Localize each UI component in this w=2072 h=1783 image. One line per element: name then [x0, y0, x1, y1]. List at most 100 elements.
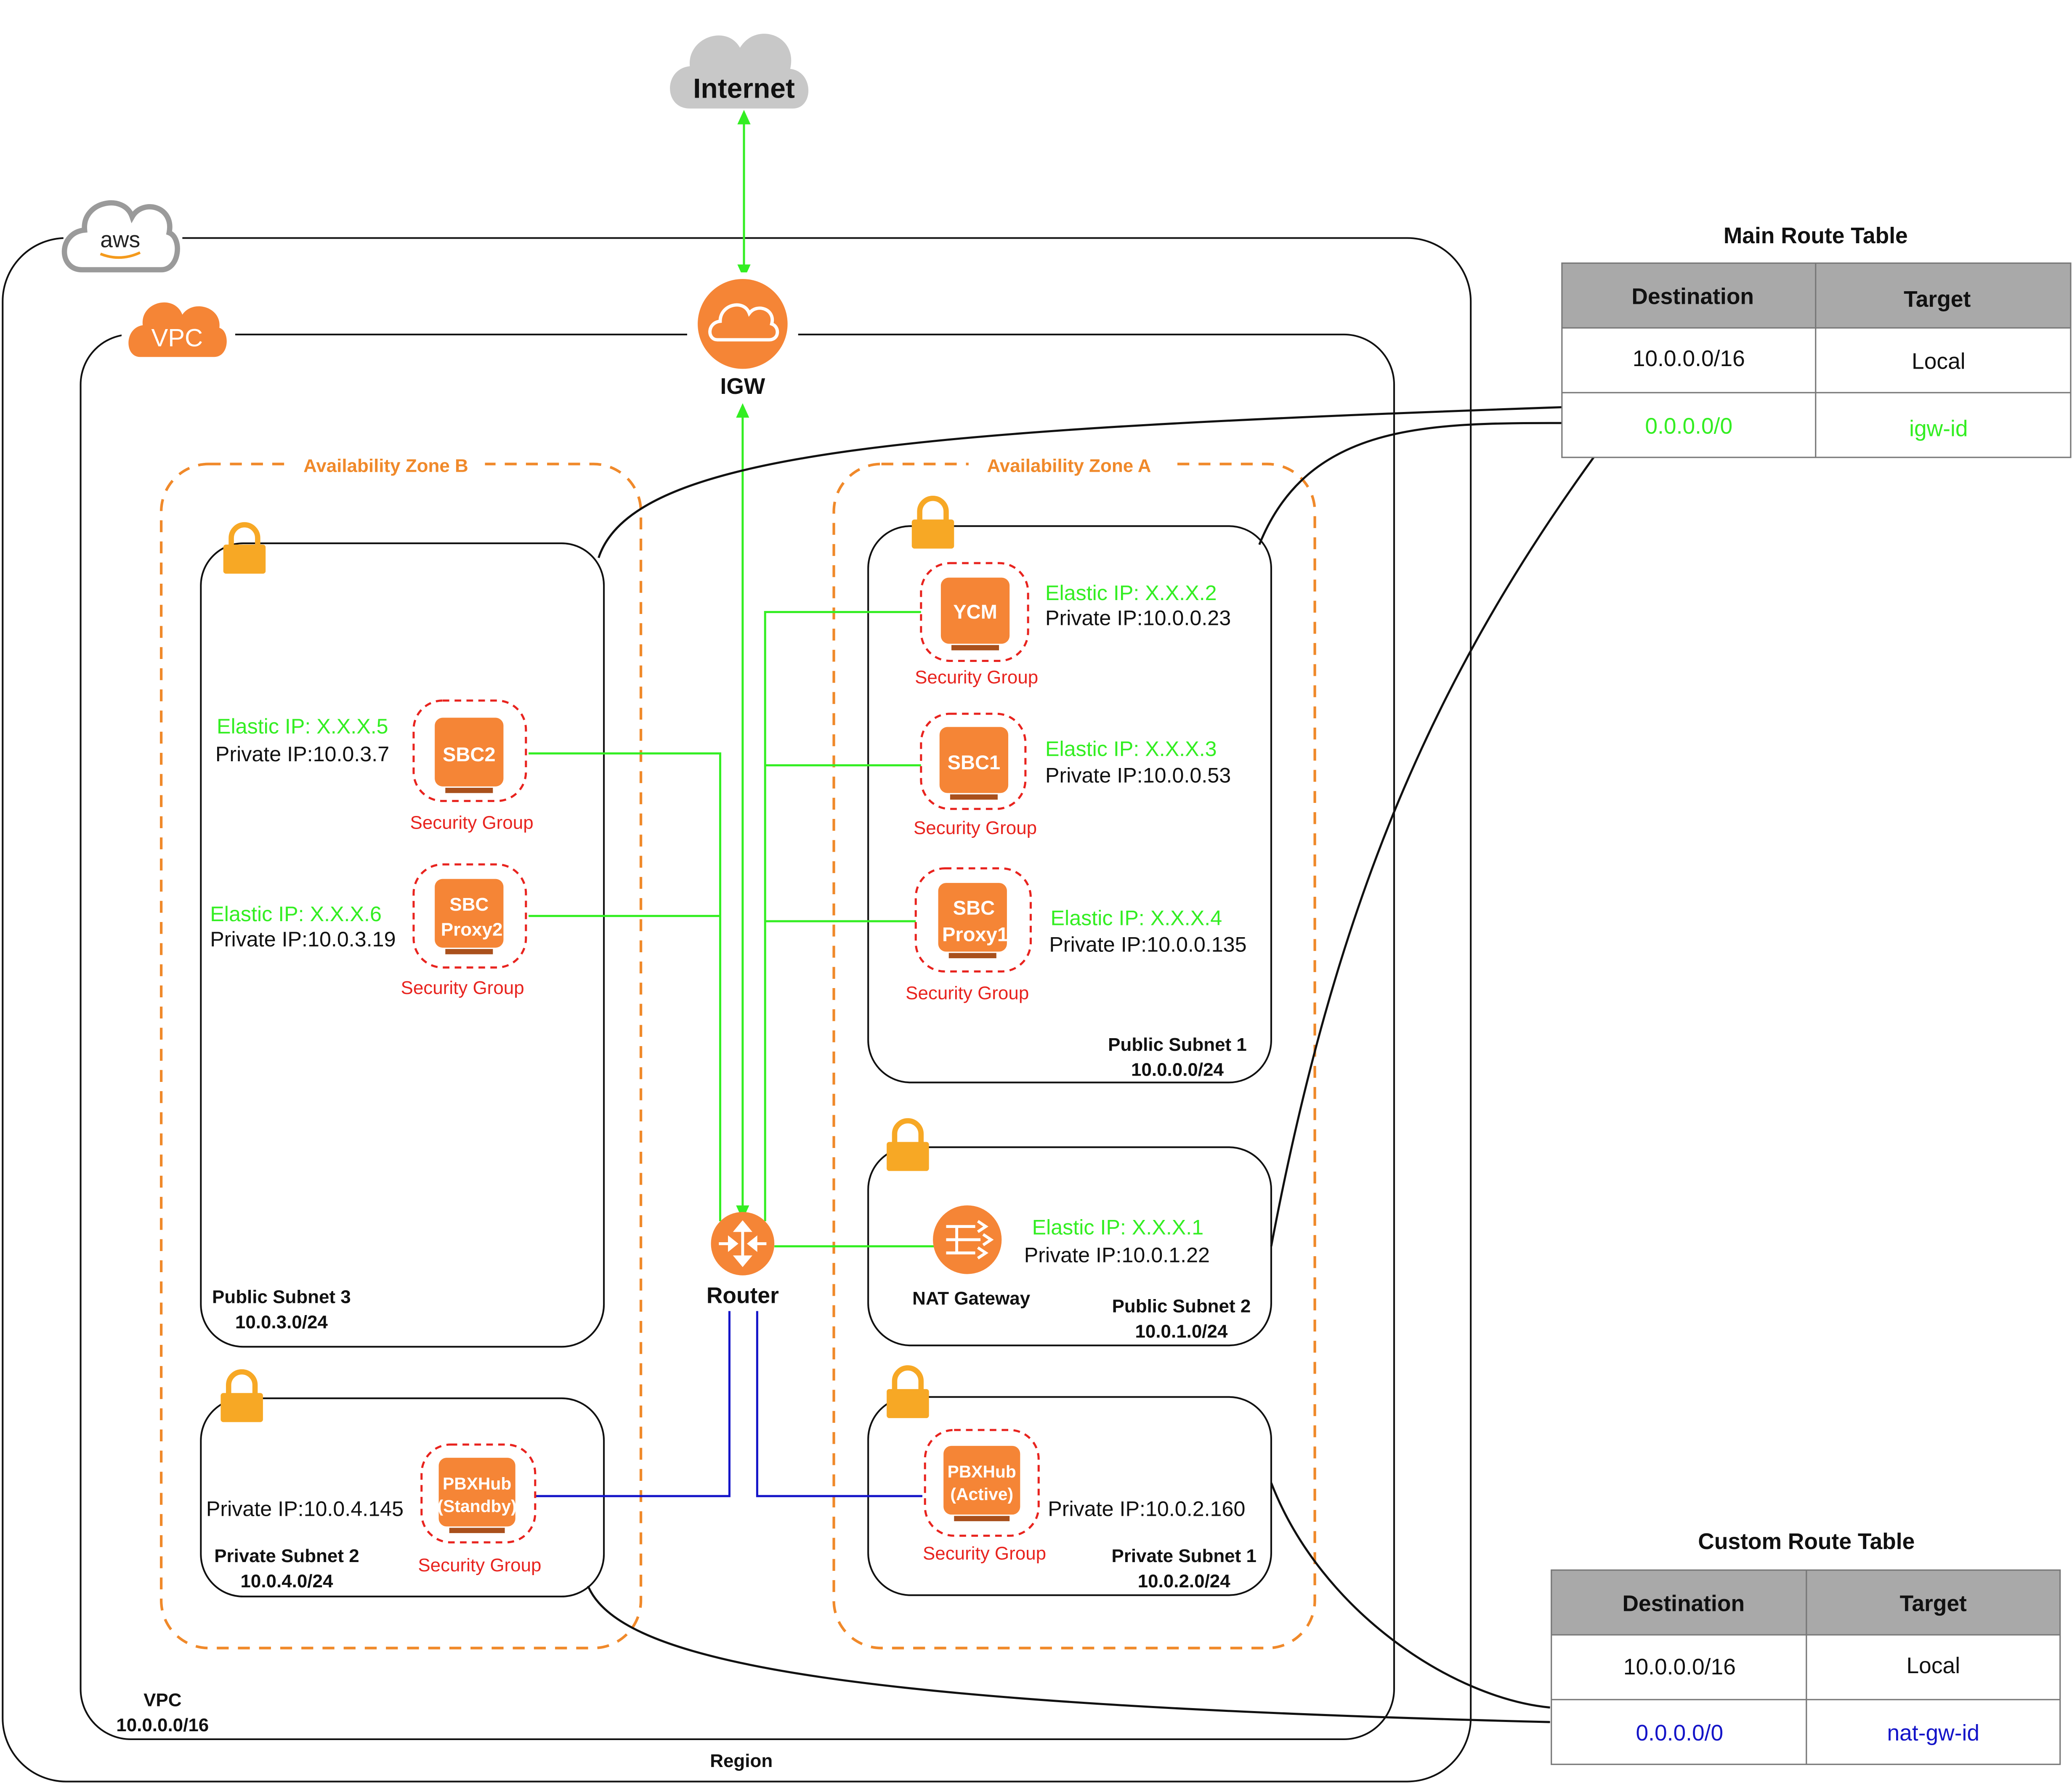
subnet-name: Public Subnet 3: [212, 1287, 351, 1307]
instance-pbxhub-standby: PBXHub (Standby) Security Group Private …: [206, 1443, 542, 1576]
vpc-cloud-icon: [128, 302, 227, 357]
public-subnet-1: Public Subnet 1 10.0.0.0/24: [867, 525, 1272, 1084]
lock-icon: [887, 1365, 929, 1418]
nat-gateway: NAT Gateway Elastic IP: X.X.X.1 Private …: [912, 1205, 1210, 1309]
instance-sbc-proxy2: SBC Proxy2 Security Group Elastic IP: X.…: [210, 863, 527, 998]
aws-logo-text: aws: [100, 228, 140, 252]
instance-name-line2: (Active): [950, 1485, 1013, 1504]
zone-a-bus: [764, 611, 921, 1222]
private2-custom-rt-curve: [587, 1585, 1550, 1723]
availability-zone-b: [159, 462, 643, 1650]
router-icon: [719, 1220, 767, 1267]
sbc2-router-link: [529, 752, 721, 1222]
zone-b-label: Availability Zone B: [303, 455, 468, 476]
lock-icon: [220, 1369, 263, 1422]
elastic-ip: Elastic IP: X.X.X.5: [217, 715, 388, 738]
lock-icon: [911, 495, 954, 549]
instance-name: PBXHub: [443, 1474, 511, 1493]
aws-cloud-icon: [61, 200, 180, 273]
instance-sbc2: SBC2 Security Group Elastic IP: X.X.X.5 …: [215, 699, 534, 833]
instance-pbxhub-active: PBXHub (Active) Security Group Private I…: [923, 1429, 1245, 1564]
active-router-link: [756, 1311, 922, 1497]
security-group-boundary: [420, 1443, 537, 1544]
public3-main-rt-curve: [598, 406, 1562, 558]
private-ip: Private IP:10.0.1.22: [1024, 1243, 1210, 1267]
lock-icon: [223, 522, 266, 574]
instance-ycm: YCM Security Group Elastic IP: X.X.X.2 P…: [915, 562, 1231, 688]
instance-name-line2: (Standby): [438, 1496, 517, 1516]
private-ip: Private IP:10.0.3.19: [210, 927, 396, 951]
instance-name: SBC1: [948, 751, 1001, 773]
cloud-icon: [670, 34, 809, 109]
availability-zone-a: [832, 462, 1316, 1650]
router: Router: [707, 1212, 779, 1308]
aws-smile-icon: [100, 251, 141, 259]
security-group-label: Security Group: [906, 983, 1029, 1003]
table-cell: 10.0.0.0/16: [1623, 1655, 1736, 1679]
cloud-icon: [708, 303, 779, 342]
private-ip: Private IP:10.0.3.7: [215, 742, 389, 766]
private-ip: Private IP:10.0.0.23: [1045, 606, 1231, 630]
subnet-name: Private Subnet 2: [214, 1546, 359, 1566]
table-cell: 10.0.0.0/16: [1633, 346, 1745, 371]
security-group-label: Security Group: [401, 978, 524, 998]
table-header: Target: [1900, 1591, 1967, 1616]
vpc-logo-text: VPC: [151, 324, 203, 352]
table-header: Target: [1904, 287, 1971, 312]
private-ip: Private IP:10.0.0.135: [1049, 933, 1246, 956]
security-group-boundary: [920, 562, 1029, 662]
table-title: Custom Route Table: [1698, 1529, 1915, 1554]
instance-name: SBC2: [443, 743, 496, 765]
public-subnet-3: Public Subnet 3 10.0.3.0/24: [200, 542, 605, 1348]
table-cell: 0.0.0.0/0: [1636, 1721, 1723, 1746]
private-ip: Private IP:10.0.4.145: [206, 1497, 404, 1520]
table-cell: 0.0.0.0/0: [1645, 414, 1732, 438]
blue-connectors: [535, 1311, 922, 1497]
subnet-cidr: 10.0.4.0/24: [240, 1571, 333, 1592]
main-route-table: Main Route Table Destination Target 10.0…: [1561, 223, 2072, 458]
public-subnet-2: Public Subnet 2 10.0.1.0/24: [867, 1146, 1272, 1347]
vpc-label: VPC: [143, 1690, 181, 1710]
table-header: Destination: [1631, 284, 1754, 309]
security-group-boundary: [920, 712, 1027, 810]
subnet-name: Private Subnet 1: [1112, 1546, 1256, 1566]
private1-custom-rt-curve: [1270, 1482, 1550, 1709]
security-group-boundary: [412, 863, 527, 969]
instance-sbc-proxy1: SBC Proxy1 Security Group Elastic IP: X.…: [906, 867, 1247, 1003]
table-cell: igw-id: [1909, 417, 1968, 441]
table-header: Destination: [1622, 1591, 1745, 1616]
zone-a-label: Availability Zone A: [987, 455, 1151, 476]
elastic-ip: Elastic IP: X.X.X.2: [1045, 581, 1217, 605]
internet-cloud: Internet: [670, 34, 809, 109]
subnet-name: Public Subnet 2: [1112, 1296, 1251, 1317]
subnet-cidr: 10.0.1.0/24: [1135, 1321, 1228, 1342]
private-ip: Private IP:10.0.2.160: [1048, 1497, 1245, 1520]
green-connectors: [529, 110, 935, 1248]
elastic-ip: Elastic IP: X.X.X.4: [1051, 906, 1222, 930]
table-cell: Local: [1912, 349, 1966, 374]
instance-name: YCM: [953, 601, 997, 623]
lock-icon: [887, 1118, 929, 1171]
subnet-name: Public Subnet 1: [1108, 1034, 1247, 1055]
private-subnet-1: Private Subnet 1 10.0.2.0/24: [867, 1396, 1272, 1596]
router-label: Router: [707, 1283, 779, 1308]
elastic-ip: Elastic IP: X.X.X.1: [1032, 1215, 1204, 1239]
vpc-logo: VPC: [121, 301, 235, 362]
instance-name-line2: Proxy1: [942, 923, 1008, 945]
security-group-label: Security Group: [418, 1555, 541, 1576]
private-subnet-2: Private Subnet 2 10.0.4.0/24: [200, 1397, 605, 1597]
vpc-cidr: 10.0.0.0/16: [116, 1715, 209, 1735]
subnet-cidr: 10.0.2.0/24: [1138, 1571, 1231, 1592]
route-table-associations: [587, 406, 1595, 1723]
instance-name: SBC: [449, 894, 489, 915]
subnet-cidr: 10.0.0.0/24: [1131, 1060, 1224, 1080]
security-group-boundary: [924, 1429, 1040, 1537]
security-group-boundary: [412, 699, 527, 802]
elastic-ip: Elastic IP: X.X.X.6: [210, 902, 382, 926]
table-cell: Local: [1906, 1653, 1960, 1678]
subnet-cidr: 10.0.3.0/24: [235, 1312, 328, 1332]
igw-label: IGW: [720, 374, 765, 399]
instance-sbc1: SBC1 Security Group Elastic IP: X.X.X.3 …: [914, 712, 1231, 838]
standby-router-link: [535, 1311, 731, 1497]
